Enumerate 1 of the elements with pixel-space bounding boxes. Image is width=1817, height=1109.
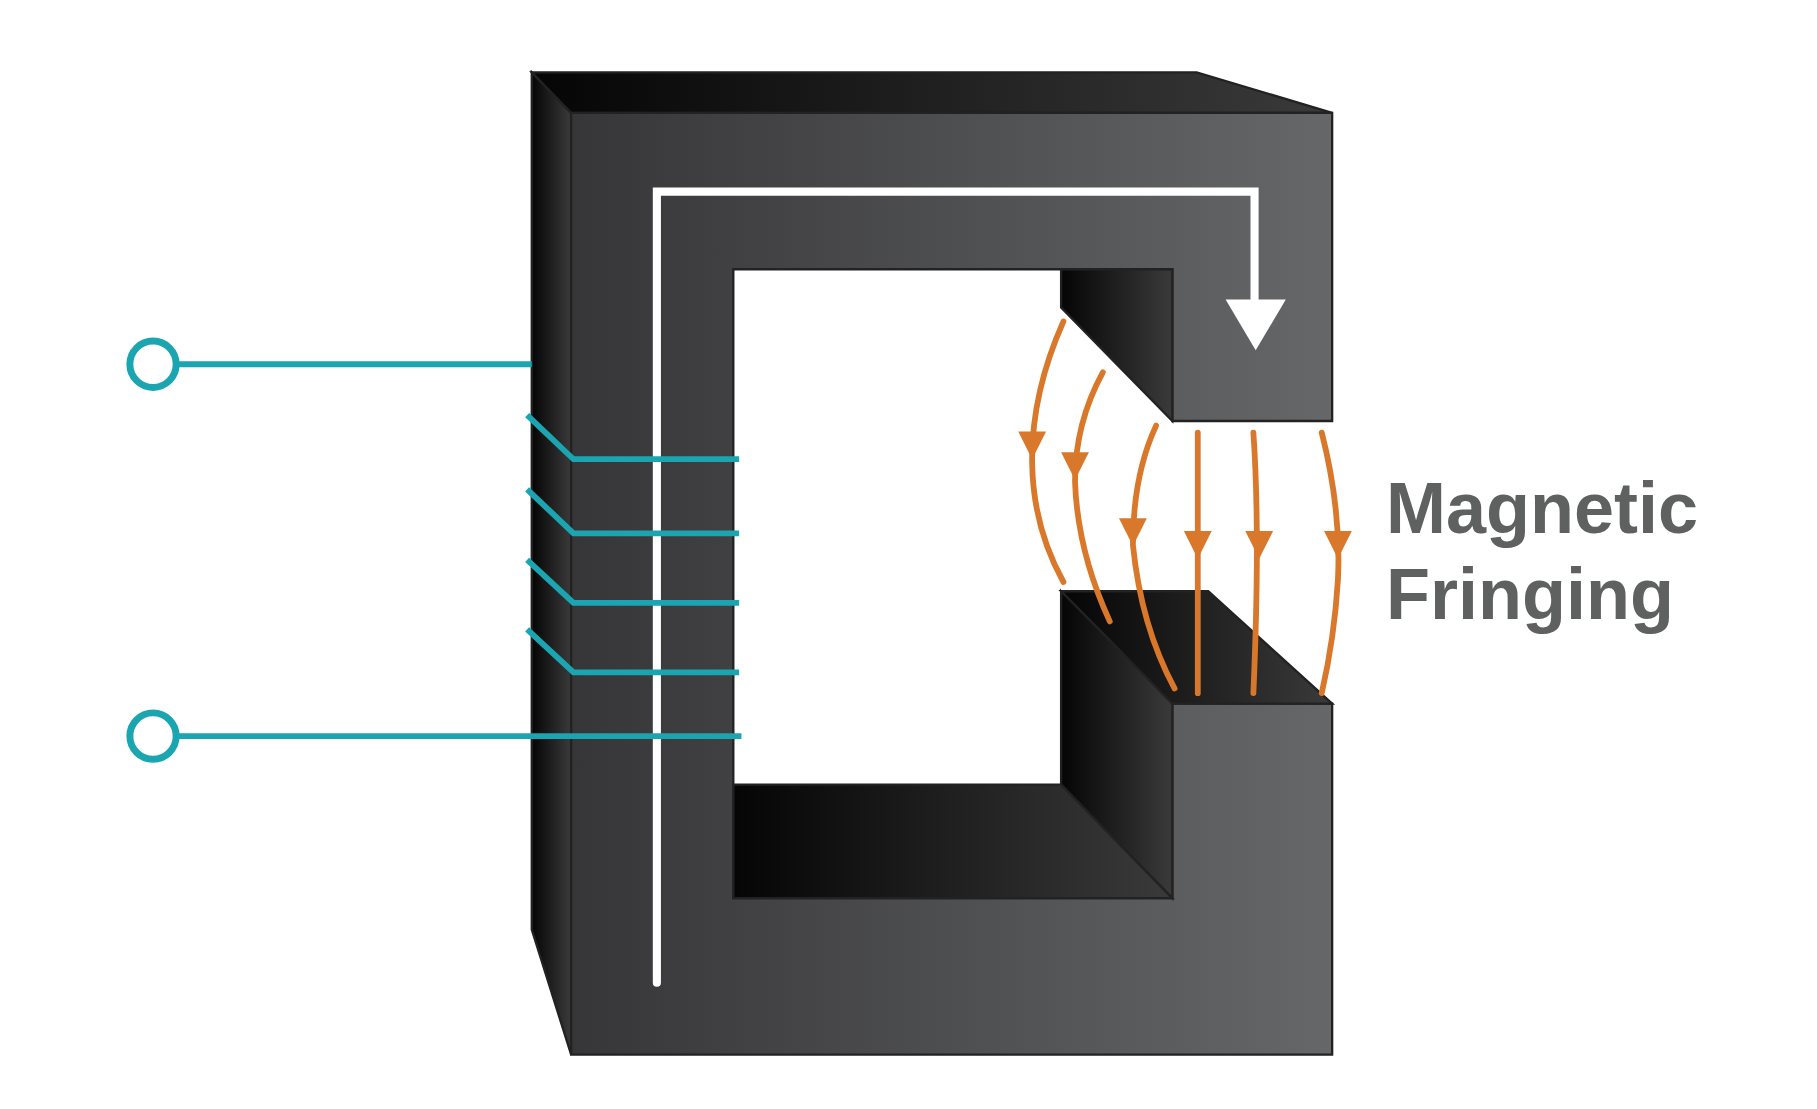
diagram-label: Magnetic Fringing [1386, 467, 1700, 637]
